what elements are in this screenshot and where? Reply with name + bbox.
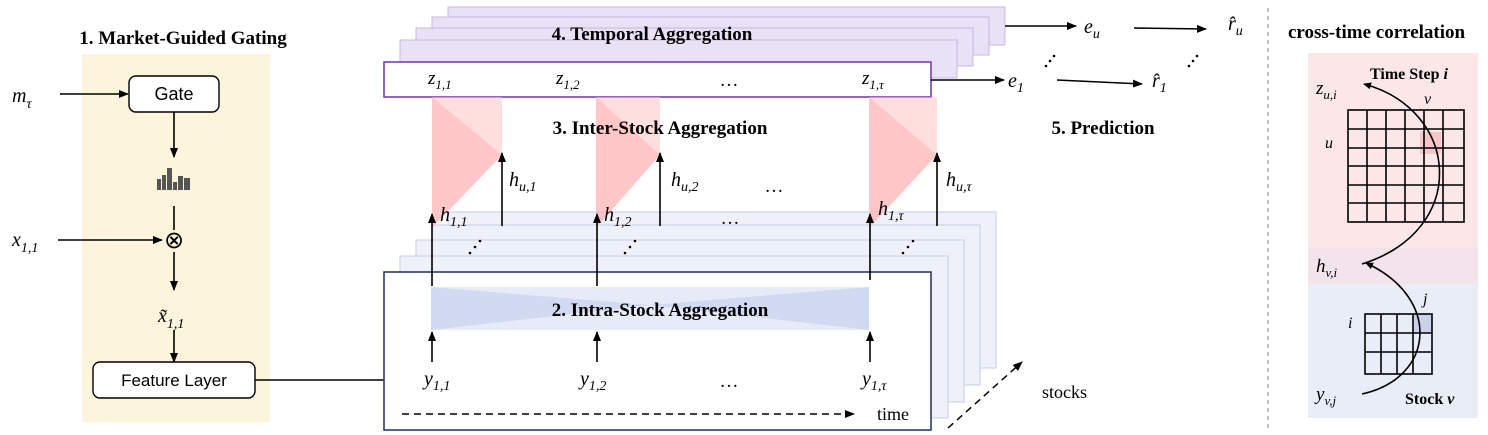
prediction-title: 5. Prediction [1051,118,1155,139]
gate-label: Gate [154,84,193,104]
gating-module: 1. Market-Guided Gating mτ Gate x1,1 ⊗ x… [11,28,415,422]
intra-layers: 2. Intra-Stock Aggregation y1,1 y1,2 … y… [383,211,1087,431]
bar-chart-icon [157,168,190,190]
prediction-module: e1 eu r̂1 r̂u 5. Prediction [931,13,1243,139]
temporal-z-row [383,61,932,98]
y-v-j-label: yv,j [1314,384,1336,408]
z-1-2: z1,2 [555,68,580,92]
y-1-1: y1,1 [422,368,450,394]
inter-title: 3. Inter-Stock Aggregation [553,118,768,139]
eu-to-ru-arrow [1133,24,1207,33]
h-1-1: h1,1 [440,204,468,230]
e-1: e1 [1008,70,1024,96]
stocks-arrow [947,361,1023,429]
h-up-ellipsis: … [765,176,784,197]
inter-funnel-2-shade [596,97,660,228]
time-label: time [877,404,909,424]
h-1-tau: h1,τ [878,198,905,224]
corr-top-panel [1308,53,1478,248]
intra-title: 2. Intra-Stock Aggregation [552,300,769,321]
temporal-title: 4. Temporal Aggregation [552,24,753,45]
h-to-z-curve [1361,82,1441,265]
market-input-label: mτ [12,85,32,112]
z-ellipsis: … [720,70,739,91]
inter-funnel-1 [432,97,502,228]
intra-funnel-shade-right [650,287,869,330]
h-u-tau: hu,τ [946,169,973,195]
intra-funnel-shade-left [431,287,650,330]
stock-v-label: Stock v [1405,391,1455,408]
h-v-i-label: hv,i [1316,256,1338,280]
z-1-tau: z1,τ [861,68,885,92]
z-1-1: z1,1 [427,68,452,92]
x-input-label: x1,1 [11,229,38,256]
stocks-label: stocks [1042,382,1087,402]
h-low-ellipsis: … [721,208,740,229]
y-ellipsis: … [720,371,739,392]
correlation-module: cross-time correlation Time Step i v u z… [1288,22,1478,418]
multiply-icon: ⊗ [164,227,184,254]
inter-stock-module: 3. Inter-Stock Aggregation h1,1 h1,2 … h… [428,97,973,286]
inter-funnel-tau-shade [869,97,937,228]
stock-matrix-cell-highlight [1413,314,1432,333]
r-hat-u: r̂u [1228,13,1243,39]
y-to-h-curve [1361,262,1421,395]
temporal-layers: 4. Temporal Aggregation z1,1 z1,2 … z1,τ [383,6,1006,98]
time-step-matrix [1347,109,1465,223]
inter-funnel-2 [596,97,660,228]
e1-to-r1-arrow [1056,79,1143,88]
correlation-title: cross-time correlation [1288,22,1466,43]
row-u-label: u [1325,135,1333,152]
r-hat-1: r̂1 [1152,70,1167,96]
time-step-label: Time Step i [1370,66,1448,83]
h-u-1: hu,1 [509,169,537,195]
inter-funnel-tau [869,97,937,228]
h-u-2: hu,2 [671,169,699,195]
prediction-dots [1044,54,1199,68]
row-i-label: i [1348,315,1352,332]
z-u-i-label: zu,i [1315,78,1337,102]
col-j-label: j [1421,291,1428,308]
gating-title: 1. Market-Guided Gating [79,28,287,49]
stock-matrix [1364,313,1433,375]
feature-layer-label: Feature Layer [121,371,227,390]
e-u: eu [1084,16,1100,42]
corr-mid-panel [1308,248,1478,284]
col-v-label: v [1424,91,1432,108]
corr-bottom-panel [1308,284,1478,418]
h-1-2: h1,2 [604,204,632,230]
layer-diagonal-dots [468,239,915,255]
y-1-tau: y1,τ [860,368,887,394]
x-tilde-label: x̃1,1 [157,305,184,332]
y-1-2: y1,2 [578,368,606,394]
inter-funnel-1-shade [432,97,502,228]
